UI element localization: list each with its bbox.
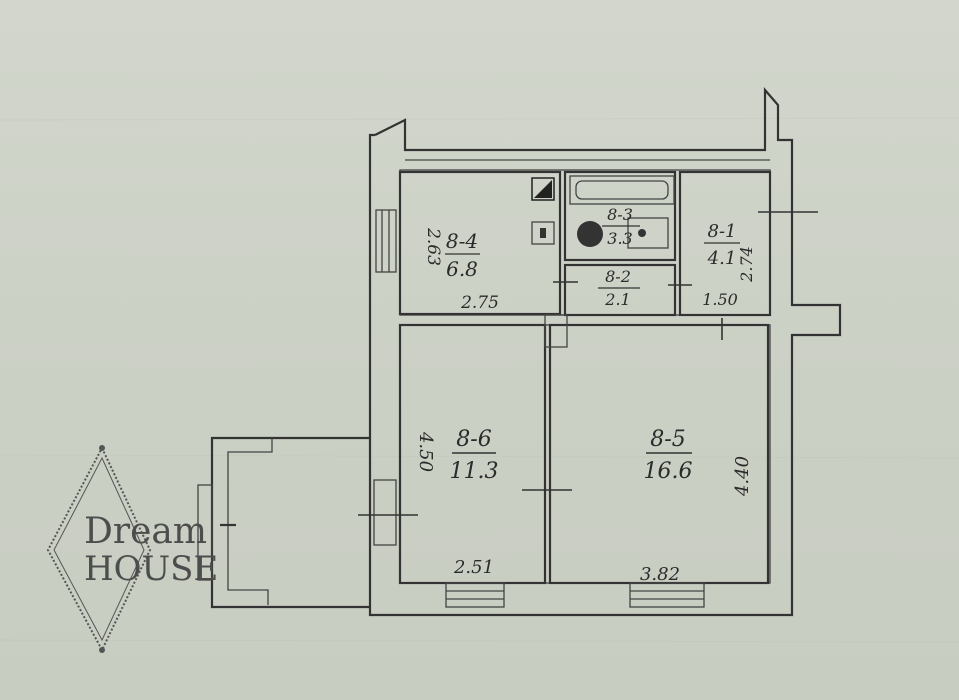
kitchen-height-dim: 2.63	[423, 227, 443, 266]
bath-area: 3.3	[607, 229, 632, 248]
toilet-icon	[627, 217, 669, 249]
door-marks	[358, 211, 818, 516]
entrance-area: 4.1	[707, 248, 737, 269]
washbasin-icon	[577, 221, 603, 247]
kitchen-area: 6.8	[446, 257, 478, 281]
hall-walls	[563, 263, 677, 317]
bath-walls	[563, 170, 677, 262]
dream-house-logo: Dream HOUSE	[46, 445, 218, 653]
balcony-door	[373, 479, 397, 546]
room5-walls	[548, 323, 770, 585]
room6-area: 11.3	[450, 459, 499, 484]
windows	[373, 209, 705, 608]
room5-width-dim: 3.82	[640, 564, 680, 585]
entrance-height-dim: 2.74	[737, 246, 756, 283]
column	[544, 314, 568, 348]
hall-area: 2.1	[604, 290, 630, 309]
hall-number: 8-2	[605, 267, 631, 286]
room6-window	[445, 582, 505, 608]
room6-number: 8-6	[456, 427, 491, 452]
entrance-walls	[678, 170, 772, 317]
logo-line1: Dream	[84, 511, 207, 552]
room5-height-dim: 4.40	[732, 456, 753, 497]
fixtures	[531, 175, 675, 249]
room5-window	[629, 582, 705, 608]
room6-width-dim: 2.51	[453, 557, 494, 578]
sink-icon	[531, 221, 555, 245]
room5-area: 16.6	[644, 459, 693, 484]
bath-number: 8-3	[607, 205, 633, 224]
stove-icon	[531, 177, 555, 201]
bathtub-icon	[569, 175, 675, 205]
entrance-width-dim: 1.50	[702, 290, 738, 309]
balcony	[197, 436, 370, 609]
kitchen-width-dim: 2.75	[460, 293, 499, 313]
logo-line2: HOUSE	[84, 549, 218, 589]
kitchen-number: 8-4	[446, 229, 478, 253]
outer-walls	[368, 87, 842, 617]
room6-height-dim: 4.50	[415, 431, 436, 472]
kitchen-walls	[398, 170, 562, 316]
dimension-labels: 2.63 2.75 2.74 1.50 4.50 2.51 4.40 3.82	[415, 227, 756, 585]
room-labels: 8-4 6.8 8-3 3.3 8-2 2.1 8-1 4.1 8-6 11.3…	[445, 205, 740, 484]
kitchen-window	[375, 209, 397, 273]
entrance-number: 8-1	[708, 221, 737, 242]
paper-texture	[0, 117, 959, 643]
room5-number: 8-5	[650, 427, 685, 452]
